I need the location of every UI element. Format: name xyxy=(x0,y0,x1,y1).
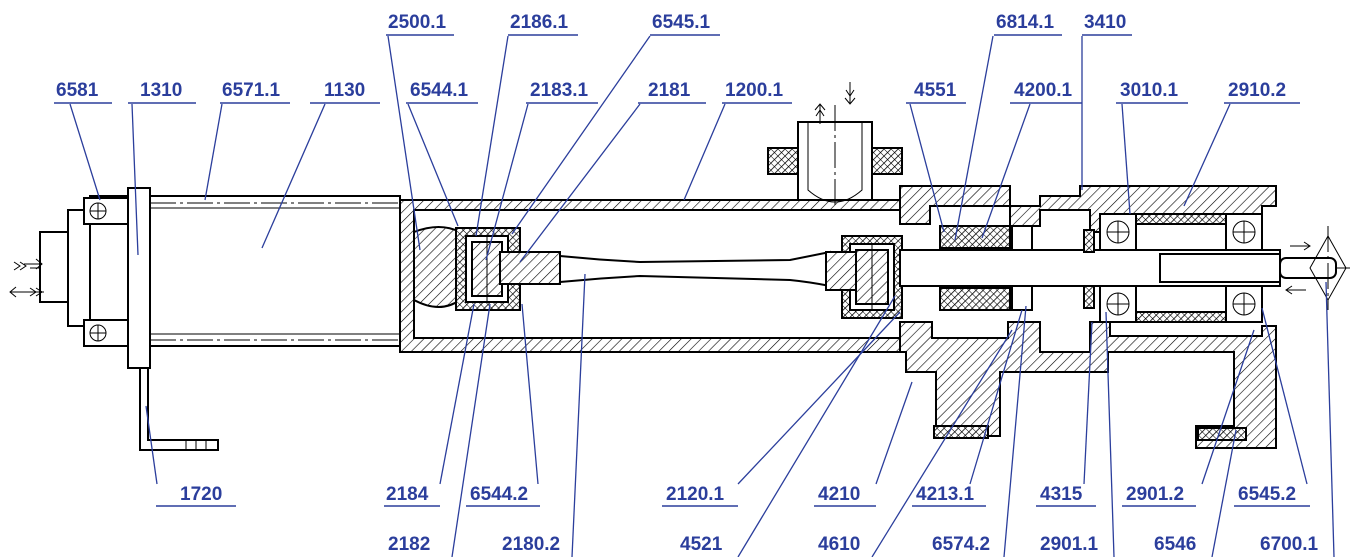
callout-4551: 4551 xyxy=(914,80,957,101)
stator-end-plate xyxy=(127,187,151,369)
shaft-step xyxy=(1159,253,1281,283)
callout-2120-1: 2120.1 xyxy=(666,484,725,505)
callout-6581: 6581 xyxy=(56,80,99,101)
callout-6574-2: 6574.2 xyxy=(932,534,990,555)
callout-4610: 4610 xyxy=(818,534,860,555)
callout-2901-1: 2901.1 xyxy=(1040,534,1099,555)
seal-lower xyxy=(939,287,1011,311)
callout-6700-1: 6700.1 xyxy=(1260,534,1319,555)
callout-4521: 4521 xyxy=(680,534,723,555)
lip-seal-bottom xyxy=(1083,285,1095,309)
callout-6544-1: 6544.1 xyxy=(410,80,469,101)
bearing-spacer-top xyxy=(1135,213,1227,225)
joint-right-head xyxy=(825,251,857,291)
callout-1130: 1130 xyxy=(324,80,365,101)
stator-tube xyxy=(149,195,401,347)
nozzle-clamp-left xyxy=(767,147,799,175)
outlet-arrow-up-icon xyxy=(814,103,826,124)
callout-6571-1: 6571.1 xyxy=(222,80,281,101)
callout-2182: 2182 xyxy=(388,534,430,555)
seal-upper xyxy=(939,225,1011,249)
callout-4200-1: 4200.1 xyxy=(1014,80,1073,101)
callout-6546: 6546 xyxy=(1154,534,1196,555)
coupling-rod-assembly xyxy=(413,226,903,319)
drawing-body xyxy=(9,82,1350,451)
joint-left-head xyxy=(499,251,561,285)
callout-2186-1: 2186.1 xyxy=(510,12,569,33)
callout-3410: 3410 xyxy=(1084,12,1126,33)
callouts-top: 2500.1 2186.1 6545.1 6814.1 3410 6581 13… xyxy=(54,12,1300,104)
inlet-arrow-icon xyxy=(24,258,43,270)
callout-4315: 4315 xyxy=(1040,484,1083,505)
bearing-housing xyxy=(899,185,1337,449)
callout-1310: 1310 xyxy=(140,80,182,101)
stator-outer xyxy=(149,195,401,347)
rotor-end xyxy=(413,226,461,308)
callout-2500-1: 2500.1 xyxy=(388,12,447,33)
return-arrow-icon xyxy=(9,286,44,298)
callout-6545-1: 6545.1 xyxy=(652,12,711,33)
callout-2181: 2181 xyxy=(648,80,691,101)
callout-3010-1: 3010.1 xyxy=(1120,80,1179,101)
callout-4210: 4210 xyxy=(818,484,860,505)
outlet-arrow-down-icon xyxy=(844,82,856,105)
callout-4213-1: 4213.1 xyxy=(916,484,975,505)
flow-arrows xyxy=(9,82,1347,310)
foot-left-pad xyxy=(933,425,989,439)
coupling-rod xyxy=(559,250,831,288)
nozzle-clamp-right xyxy=(871,147,903,175)
callout-2901-2: 2901.2 xyxy=(1126,484,1184,505)
callouts-bottom: 1720 2184 6544.2 2120.1 4210 4213.1 4315… xyxy=(156,484,1319,555)
callout-2183-1: 2183.1 xyxy=(530,80,589,101)
callout-1200-1: 1200.1 xyxy=(725,80,784,101)
callout-2910-2: 2910.2 xyxy=(1228,80,1286,101)
left-end-connection xyxy=(39,187,219,451)
callout-2180-2: 2180.2 xyxy=(502,534,560,555)
callout-6545-2: 6545.2 xyxy=(1238,484,1296,505)
support-foot xyxy=(139,368,219,451)
callout-2184: 2184 xyxy=(386,484,429,505)
lip-seal-top xyxy=(1083,229,1095,253)
foot-right-pad xyxy=(1197,427,1247,441)
shaft-end-key xyxy=(1279,257,1337,279)
bearing-spacer-bottom xyxy=(1135,311,1227,323)
callout-6814-1: 6814.1 xyxy=(996,12,1055,33)
suction-housing xyxy=(399,105,903,353)
leader-lines xyxy=(69,35,1335,557)
callout-6544-2: 6544.2 xyxy=(470,484,528,505)
callout-1720: 1720 xyxy=(180,484,222,505)
